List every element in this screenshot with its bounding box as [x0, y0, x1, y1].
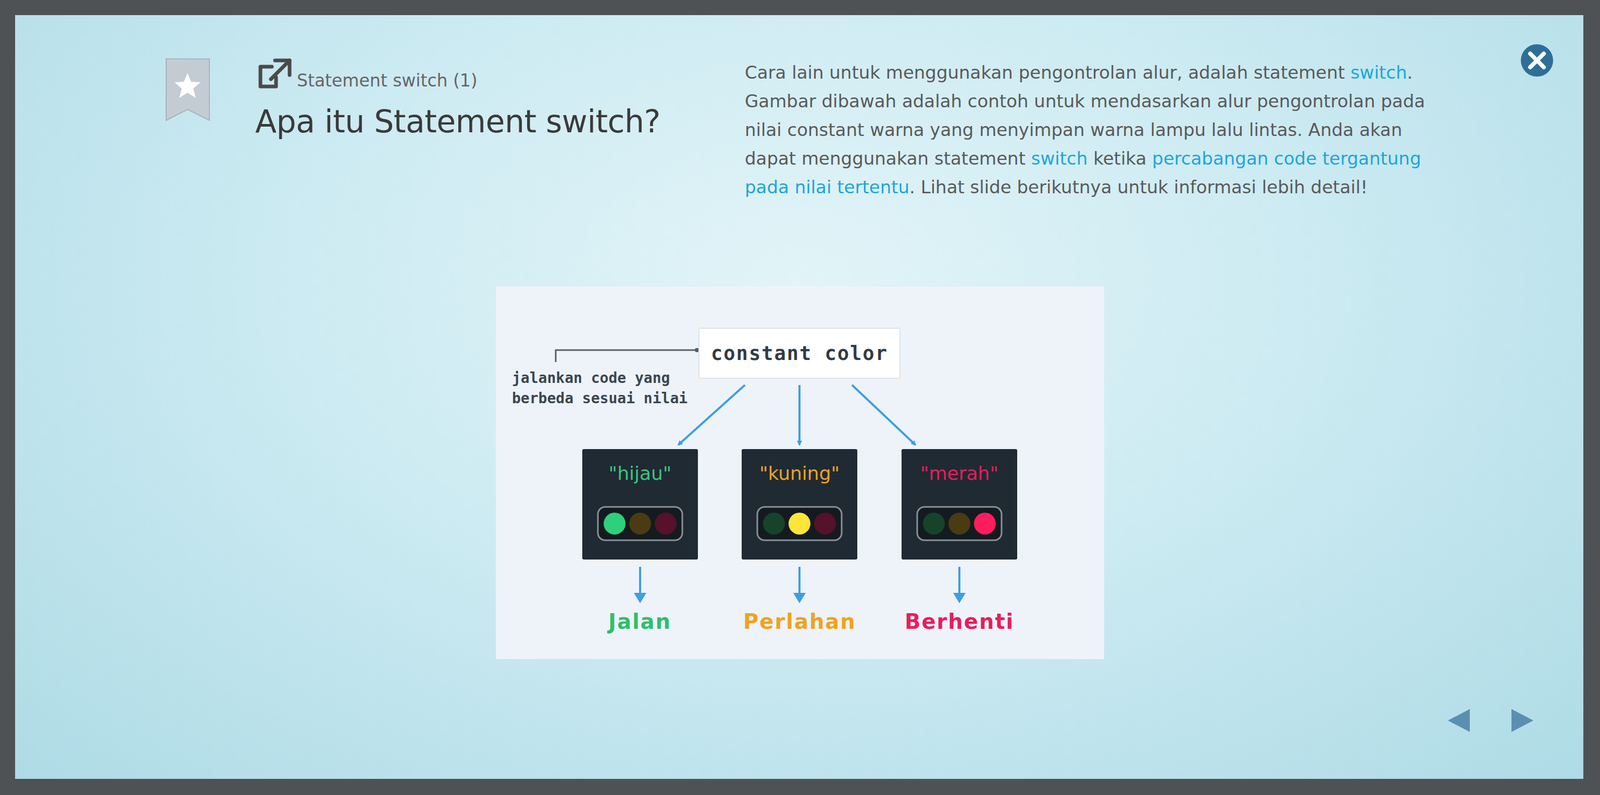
- case-box: "merah": [901, 448, 1018, 560]
- value-box: constant color: [698, 327, 901, 379]
- section-label: Statement switch (1): [296, 70, 478, 91]
- traffic-light-icon: [596, 505, 684, 542]
- case-value: "kuning": [741, 462, 858, 484]
- slide-title: Apa itu Statement switch?: [255, 103, 661, 140]
- bookmark-icon: [166, 58, 210, 121]
- next-arrow: [1511, 708, 1534, 732]
- traffic-light-icon: [916, 505, 1003, 542]
- diagram-panel: [495, 286, 1105, 659]
- prev-arrow: [1447, 708, 1470, 732]
- case-box: "hijau": [582, 448, 698, 560]
- branch-arrow: [678, 384, 745, 445]
- result-arrows: [633, 566, 966, 604]
- body-text: Cara lain untuk menggunakan pengontrolan…: [744, 61, 1345, 83]
- body-text: . Lihat slide berikutnya untuk informasi…: [909, 176, 1368, 198]
- leader-line: [555, 350, 696, 362]
- branch-arrow: [852, 384, 916, 445]
- case-value: "hijau": [582, 462, 698, 484]
- branch-arrow: [798, 384, 801, 445]
- close-button: [1520, 44, 1554, 77]
- result-label: Berhenti: [904, 609, 1015, 634]
- value-name: constant color: [710, 342, 889, 365]
- traffic-light-icon: [756, 505, 843, 542]
- external-link-icon: [260, 60, 290, 87]
- highlight-text: switch: [1350, 61, 1408, 83]
- case-box: "kuning": [741, 448, 858, 560]
- case-value: "merah": [901, 462, 1018, 484]
- result-label: Jalan: [608, 609, 672, 634]
- result-label: Perlahan: [743, 609, 857, 634]
- highlight-text: switch: [1031, 147, 1089, 169]
- note-label: jalankan code yang berbeda sesuai nilai: [511, 367, 692, 409]
- body-text: ketika: [1093, 147, 1147, 169]
- body-paragraph: Cara lain untuk menggunakan pengontrolan…: [744, 58, 1428, 202]
